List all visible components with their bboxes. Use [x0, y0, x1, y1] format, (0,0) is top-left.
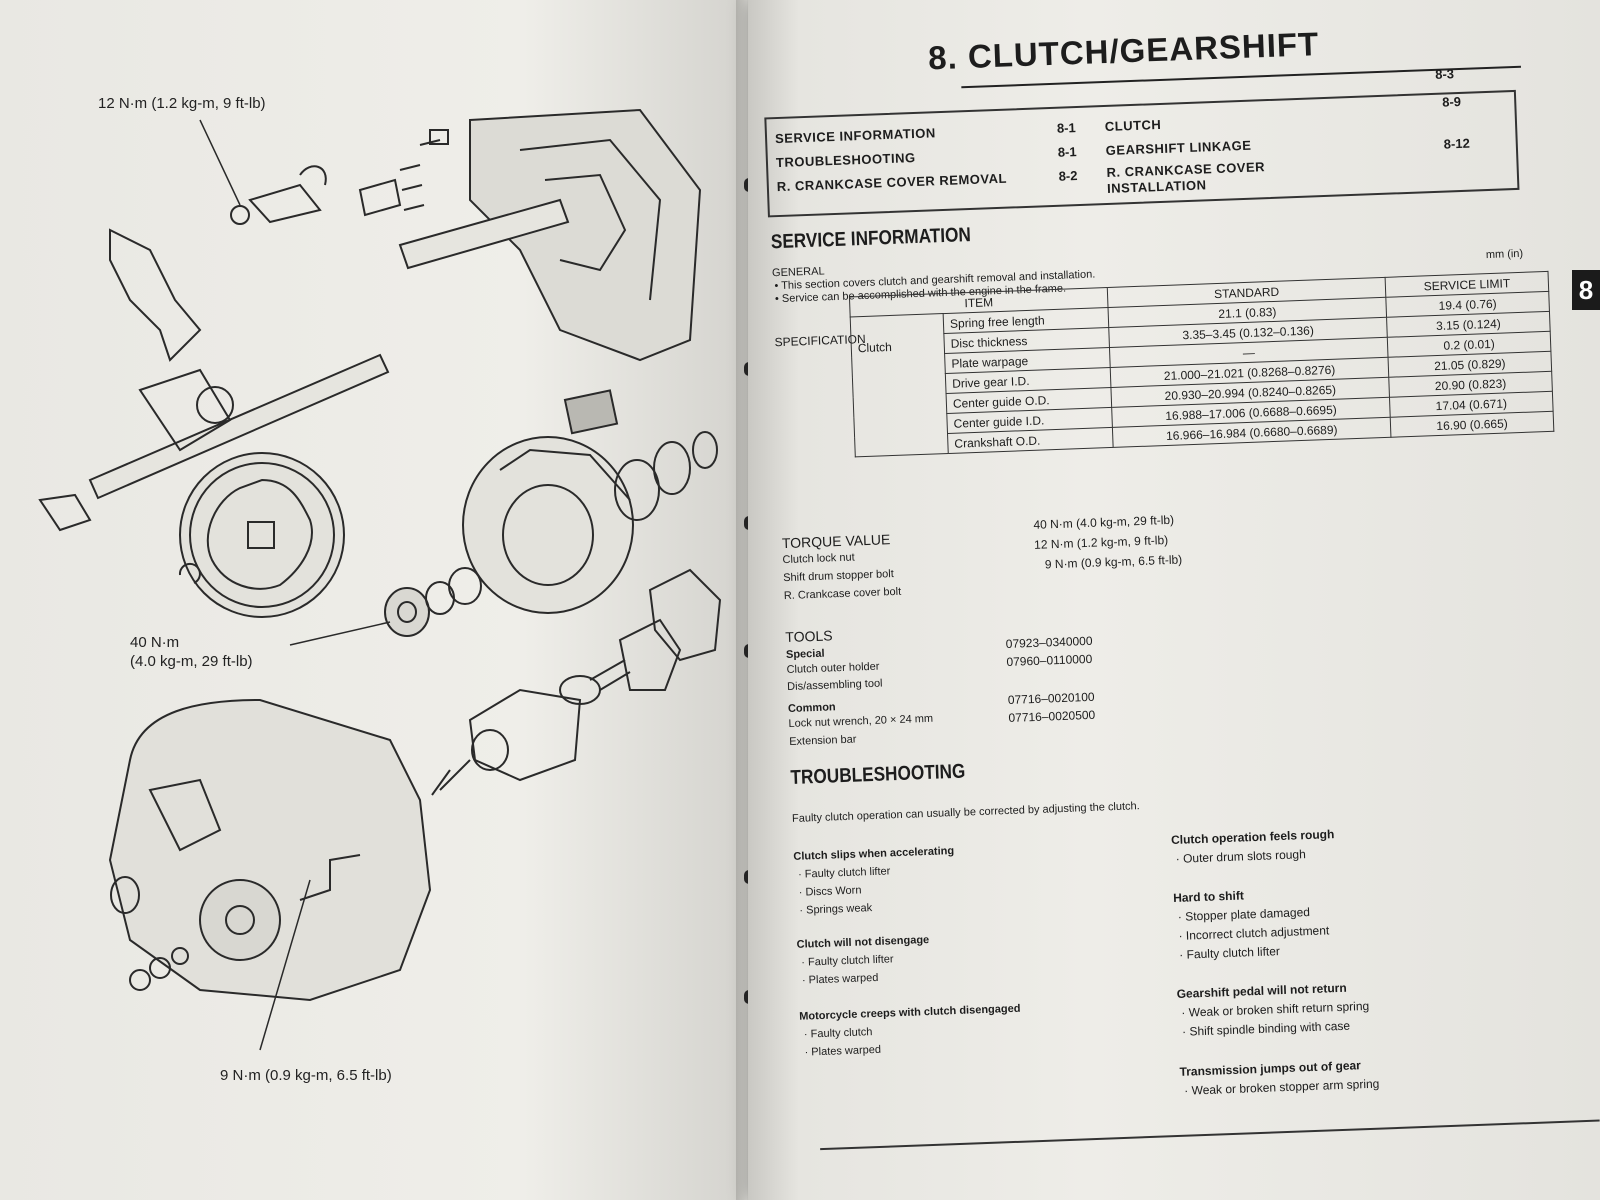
table-of-contents: SERVICE INFORMATION 8-1 TROUBLESHOOTING …: [764, 66, 1520, 218]
torque-item-value: 9 N·m (0.9 kg-m, 6.5 ft-lb): [1044, 552, 1183, 572]
trouble-item: · Springs weak: [799, 902, 873, 917]
toc-item: TROUBLESHOOTING: [775, 149, 916, 171]
left-page: 12 N·m (1.2 kg-m, 9 ft-lb) 40 N·m (4.0 k…: [0, 0, 748, 1200]
specification-table: ITEM STANDARD SERVICE LIMIT Clutch Sprin…: [849, 271, 1554, 458]
tool-name: Extension bar: [788, 733, 857, 748]
general-label: GENERAL: [771, 265, 825, 280]
trouble-item: · Incorrect clutch adjustment: [1178, 923, 1330, 943]
section-tab-marker: 8: [1572, 270, 1600, 310]
trouble-item: · Weak or broken shift return spring: [1181, 998, 1370, 1020]
right-page: 8 8. CLUTCH/GEARSHIFT SERVICE INFORMATIO…: [748, 0, 1600, 1200]
toc-item: INSTALLATION: [1106, 177, 1207, 196]
toc-item: R. CRANKCASE COVER REMOVAL: [776, 170, 1008, 195]
trouble-group-title: Clutch slips when accelerating: [793, 845, 955, 863]
torque-item-name: Clutch lock nut: [782, 551, 855, 567]
trouble-item: · Discs Worn: [798, 884, 862, 899]
toc-item: CLUTCH: [1104, 116, 1162, 135]
tool-name: Dis/assembling tool: [786, 677, 883, 694]
trouble-group-title: Gearshift pedal will not return: [1176, 980, 1347, 1001]
toc-item: GEARSHIFT LINKAGE: [1105, 137, 1252, 158]
torque-item-name: R. Crankcase cover bolt: [783, 585, 902, 603]
right-page-content: 8. CLUTCH/GEARSHIFT SERVICE INFORMATION …: [748, 0, 1600, 1199]
torque-item-name: Shift drum stopper bolt: [782, 568, 895, 585]
torque-item-value: 40 N·m (4.0 kg-m, 29 ft-lb): [1033, 512, 1175, 532]
trouble-group-title: Transmission jumps out of gear: [1179, 1058, 1362, 1079]
tool-code: 07716–0020100: [1007, 689, 1095, 707]
toc-page: 8-2: [1058, 168, 1078, 184]
toc-page: 8-12: [1443, 135, 1471, 152]
unit-label: mm (in): [1485, 247, 1524, 262]
tools-special-label: Special: [785, 647, 825, 662]
trouble-item: · Stopper plate damaged: [1177, 905, 1311, 924]
trouble-group-title: Hard to shift: [1172, 888, 1245, 906]
tools-heading: TOOLS: [785, 627, 833, 646]
torque-value-heading: TORQUE VALUE: [781, 531, 891, 552]
trouble-item: · Faulty clutch lifter: [801, 953, 894, 969]
toc-page: 8-1: [1057, 144, 1077, 160]
tool-code: 07923–0340000: [1005, 633, 1093, 651]
table-cell: Clutch: [850, 313, 949, 457]
tool-code: 07960–0110000: [1006, 651, 1093, 669]
toc-page: 8-9: [1441, 93, 1462, 110]
page-bottom-rule: [820, 1119, 1600, 1151]
tools-common-label: Common: [787, 701, 836, 716]
tool-name: Lock nut wrench, 20 × 24 mm: [788, 712, 934, 730]
trouble-item: · Faulty clutch lifter: [1179, 944, 1281, 962]
toc-page: 8-1: [1056, 120, 1076, 136]
trouble-item: · Plates warped: [801, 971, 879, 987]
torque-label-9nm: 9 N·m (0.9 kg-m, 6.5 ft-lb): [220, 1067, 392, 1084]
tool-code: 07716–0020500: [1008, 707, 1096, 725]
torque-label-40nm: 40 N·m: [130, 634, 180, 651]
clutch-exploded-diagram: [38, 108, 722, 1051]
service-information-heading: SERVICE INFORMATION: [770, 224, 972, 254]
trouble-group-title: Clutch operation feels rough: [1170, 827, 1335, 848]
troubleshooting-heading: TROUBLESHOOTING: [790, 760, 966, 789]
chapter-title: 8. CLUTCH/GEARSHIFT: [927, 25, 1320, 77]
trouble-item: · Shift spindle binding with case: [1181, 1018, 1351, 1039]
torque-label-40nm-detail: (4.0 kg-m, 29 ft-lb): [130, 653, 253, 670]
toc-item: SERVICE INFORMATION: [774, 125, 936, 147]
torque-label-12nm: 12 N·m (1.2 kg-m, 9 ft-lb): [98, 95, 266, 112]
troubleshooting-intro: Faulty clutch operation can usually be c…: [791, 800, 1140, 825]
tool-name: Clutch outer holder: [786, 660, 880, 677]
trouble-item: · Plates warped: [804, 1043, 882, 1059]
torque-item-value: 12 N·m (1.2 kg-m, 9 ft-lb): [1033, 532, 1169, 552]
toc-item: R. CRANKCASE COVER: [1106, 159, 1266, 180]
trouble-group-title: Clutch will not disengage: [796, 933, 930, 951]
trouble-item: · Outer drum slots rough: [1175, 847, 1306, 866]
trouble-group-title: Motorcycle creeps with clutch disengaged: [799, 1002, 1021, 1023]
toc-page: 8-3: [1434, 66, 1455, 82]
trouble-item: · Weak or broken stopper arm spring: [1184, 1076, 1380, 1098]
trouble-item: · Faulty clutch lifter: [797, 865, 891, 881]
trouble-item: · Faulty clutch: [803, 1026, 873, 1041]
